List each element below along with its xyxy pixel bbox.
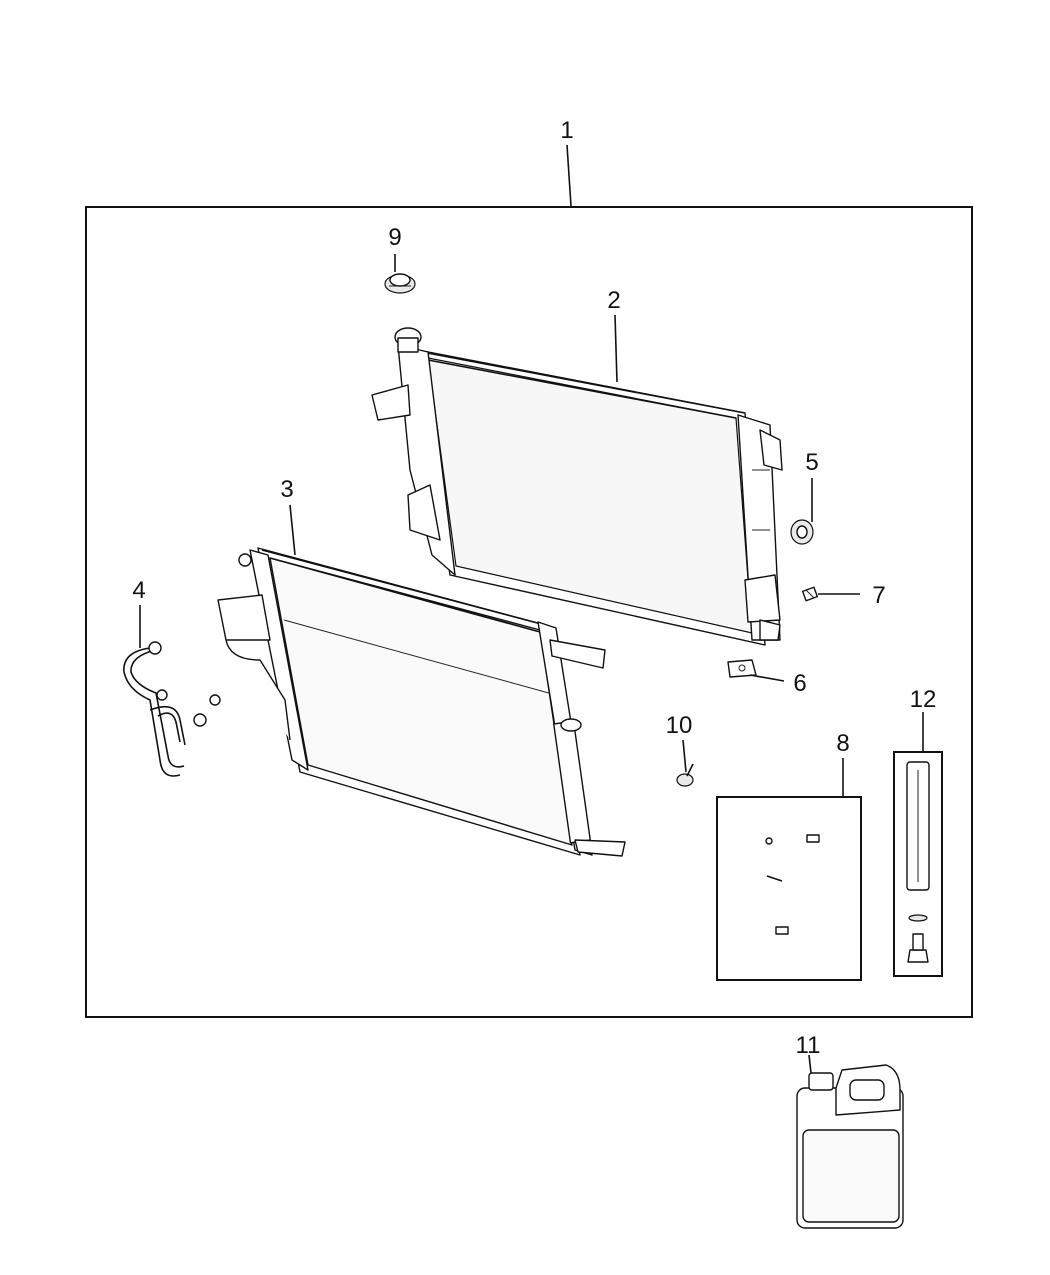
callout-7: 7 [872,582,885,609]
leader-lines [139,144,924,1074]
callout-11: 11 [796,1032,821,1059]
repair-kit-box [893,751,943,977]
hardware-kit-box [716,796,862,981]
callout-5: 5 [805,449,818,476]
isolator [790,519,814,545]
coolant-jug [796,1064,904,1229]
callout-9: 9 [388,224,401,251]
hardware-kit-contents [765,834,820,935]
screw [676,763,694,787]
callout-10: 10 [666,712,693,739]
condenser [217,547,626,857]
callout-6: 6 [793,670,806,697]
callout-2: 2 [607,287,620,314]
assembly-box [85,206,973,1018]
bolt [801,586,819,602]
bracket-nut [727,659,757,678]
callout-8: 8 [836,730,849,757]
radiator [371,327,783,646]
radiator-cap [384,273,416,294]
transmission-cooler-lines [123,641,221,777]
callout-4: 4 [132,577,145,604]
callout-12: 12 [910,686,937,713]
callout-1: 1 [560,117,573,144]
repair-kit-contents [906,761,930,963]
callout-3: 3 [280,476,293,503]
